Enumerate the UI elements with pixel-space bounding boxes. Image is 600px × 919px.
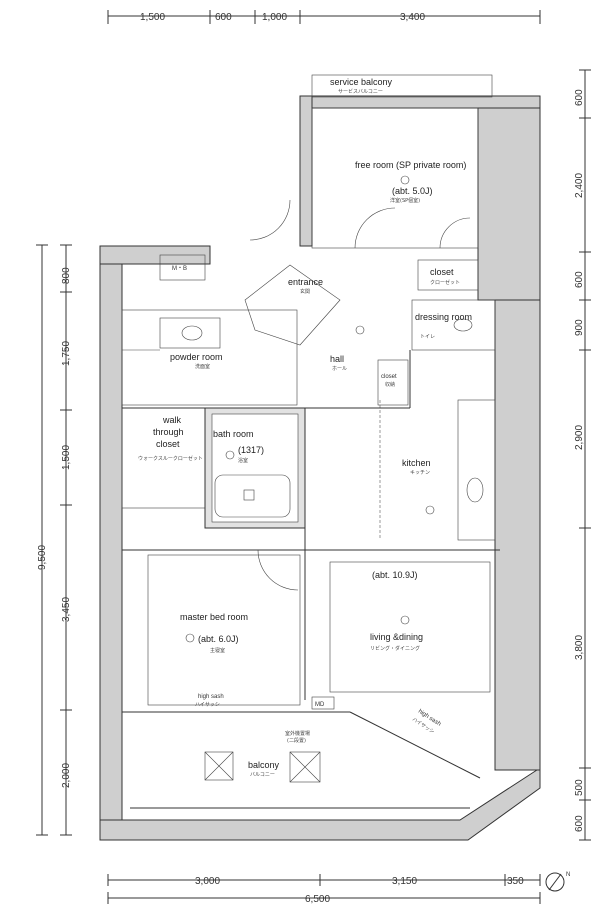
dim-top-3: 1,000 xyxy=(262,12,287,23)
dim-top-4: 3,400 xyxy=(400,12,425,23)
wtc-label-2: through xyxy=(153,427,184,437)
outdoor-unit-label: 室外機置場 xyxy=(285,730,310,737)
top-dimension-line: 1,500 600 1,000 3,400 xyxy=(107,10,541,24)
closet-top-label: closet xyxy=(430,267,454,277)
dressing-room: dressing room トイレ xyxy=(411,299,496,351)
living-dining-sub: リビング・ダイニング xyxy=(370,645,420,652)
powder-room-label: powder room xyxy=(170,352,223,362)
outdoor-unit-sub: (二段置) xyxy=(287,737,306,744)
dim-right-7: 500 xyxy=(574,779,585,796)
dim-bottom-1: 3,000 xyxy=(195,876,220,887)
dim-right-5: 2,900 xyxy=(574,425,585,450)
north-label: N xyxy=(566,872,570,878)
dim-right-4: 900 xyxy=(574,319,585,336)
meter-box: M・B xyxy=(159,254,206,281)
dim-right-8: 600 xyxy=(574,815,585,832)
dim-bottom-2: 3,150 xyxy=(392,876,417,887)
dim-bottom-3: 350 xyxy=(507,876,524,887)
service-balcony: service balcony サービスバルコニー xyxy=(311,74,493,98)
entrance: entrance 玄関 xyxy=(244,199,341,346)
closet-top-sub: クローゼット xyxy=(430,279,460,286)
high-sash-left-label: high sash xyxy=(198,694,224,700)
dim-right-3: 600 xyxy=(574,271,585,288)
entrance-sub: 玄関 xyxy=(300,288,310,295)
left-dimension-lines: 9,500 800 1,750 1,500 3,450 2,000 xyxy=(36,244,72,836)
dim-left-2: 1,750 xyxy=(61,341,72,366)
window-line xyxy=(122,711,481,779)
north-arrow: N xyxy=(545,872,570,892)
high-sash-left-sub: ハイサッシ xyxy=(195,702,220,708)
wtc-label-1: walk xyxy=(162,415,182,425)
free-room-sub: 洋室(SP個室) xyxy=(390,197,420,204)
right-dimension-line: 600 2,400 600 900 2,900 3,800 500 600 xyxy=(574,69,591,841)
free-room-area: (abt. 5.0J) xyxy=(392,186,433,196)
free-room: free room (SP private room) (abt. 5.0J) … xyxy=(311,107,479,249)
wtc-label-3: closet xyxy=(156,439,180,449)
balcony: balcony バルコニー 室外機置場 (二段置) xyxy=(130,730,470,809)
wtc-sub: ウォークスルークローゼット xyxy=(138,455,203,462)
hall-sub: ホール xyxy=(332,366,347,372)
hall-label: hall xyxy=(330,354,344,364)
closet-hall: closet 収納 xyxy=(377,359,409,406)
dim-left-3: 1,500 xyxy=(61,445,72,470)
dim-left-total: 9,500 xyxy=(37,545,48,570)
md-box: MD xyxy=(311,696,335,710)
dressing-room-label: dressing room xyxy=(415,312,472,322)
master-bed-room-area: (abt. 6.0J) xyxy=(198,634,239,644)
dressing-room-sub: トイレ xyxy=(420,334,435,340)
dim-bottom-total: 6,500 xyxy=(305,894,330,905)
kitchen-label: kitchen xyxy=(402,458,431,468)
master-bed-room-label: master bed room xyxy=(180,612,248,622)
dim-left-4: 3,450 xyxy=(61,597,72,622)
dim-right-6: 3,800 xyxy=(574,635,585,660)
living-dining: (abt. 10.9J) living &dining リビング・ダイニング xyxy=(329,561,491,693)
dim-top-1: 1,500 xyxy=(140,12,165,23)
partitions xyxy=(122,350,500,700)
service-balcony-label: service balcony xyxy=(330,77,393,87)
md-label: MD xyxy=(315,702,325,708)
living-dining-area: (abt. 10.9J) xyxy=(372,570,418,580)
powder-room-sub: 洗面室 xyxy=(195,363,210,370)
kitchen: kitchen キッチン xyxy=(379,399,496,541)
bath-room-sub: 浴室 xyxy=(238,457,248,464)
high-sash-left: high sash ハイサッシ xyxy=(195,694,224,708)
bath-room-size: (1317) xyxy=(238,445,264,455)
dim-top-2: 600 xyxy=(215,12,232,23)
balcony-label: balcony xyxy=(248,760,280,770)
dim-right-1: 600 xyxy=(574,89,585,106)
outer-walls xyxy=(99,95,541,841)
dim-left-1: 800 xyxy=(61,267,72,284)
service-balcony-sub: サービスバルコニー xyxy=(338,88,383,95)
hall: hall ホール xyxy=(330,325,365,372)
bath-room: bath room (1317) 浴室 xyxy=(204,407,306,529)
balcony-sub: バルコニー xyxy=(250,772,275,778)
mb-label: M・B xyxy=(172,266,187,272)
closet-hall-sub: 収納 xyxy=(385,381,395,388)
entrance-label: entrance xyxy=(288,277,323,287)
powder-room: powder room 洗面室 xyxy=(121,309,298,406)
master-bed-room: master bed room (abt. 6.0J) 主寝室 xyxy=(147,549,301,706)
dim-left-5: 2,000 xyxy=(61,763,72,788)
master-bed-room-sub: 主寝室 xyxy=(210,647,225,654)
dim-right-2: 2,400 xyxy=(574,173,585,198)
closet-top: closet クローゼット xyxy=(417,259,479,291)
bottom-dimension-lines: 3,000 3,150 350 6,500 xyxy=(107,874,541,905)
closet-hall-label: closet xyxy=(381,374,397,380)
kitchen-sub: キッチン xyxy=(410,470,430,476)
bath-room-label: bath room xyxy=(213,429,254,439)
living-dining-label: living &dining xyxy=(370,632,423,642)
free-room-label: free room (SP private room) xyxy=(355,160,466,170)
high-sash-right: high sash ハイサッシ xyxy=(411,709,442,736)
walk-through-closet: walk through closet ウォークスルークローゼット xyxy=(121,407,208,509)
